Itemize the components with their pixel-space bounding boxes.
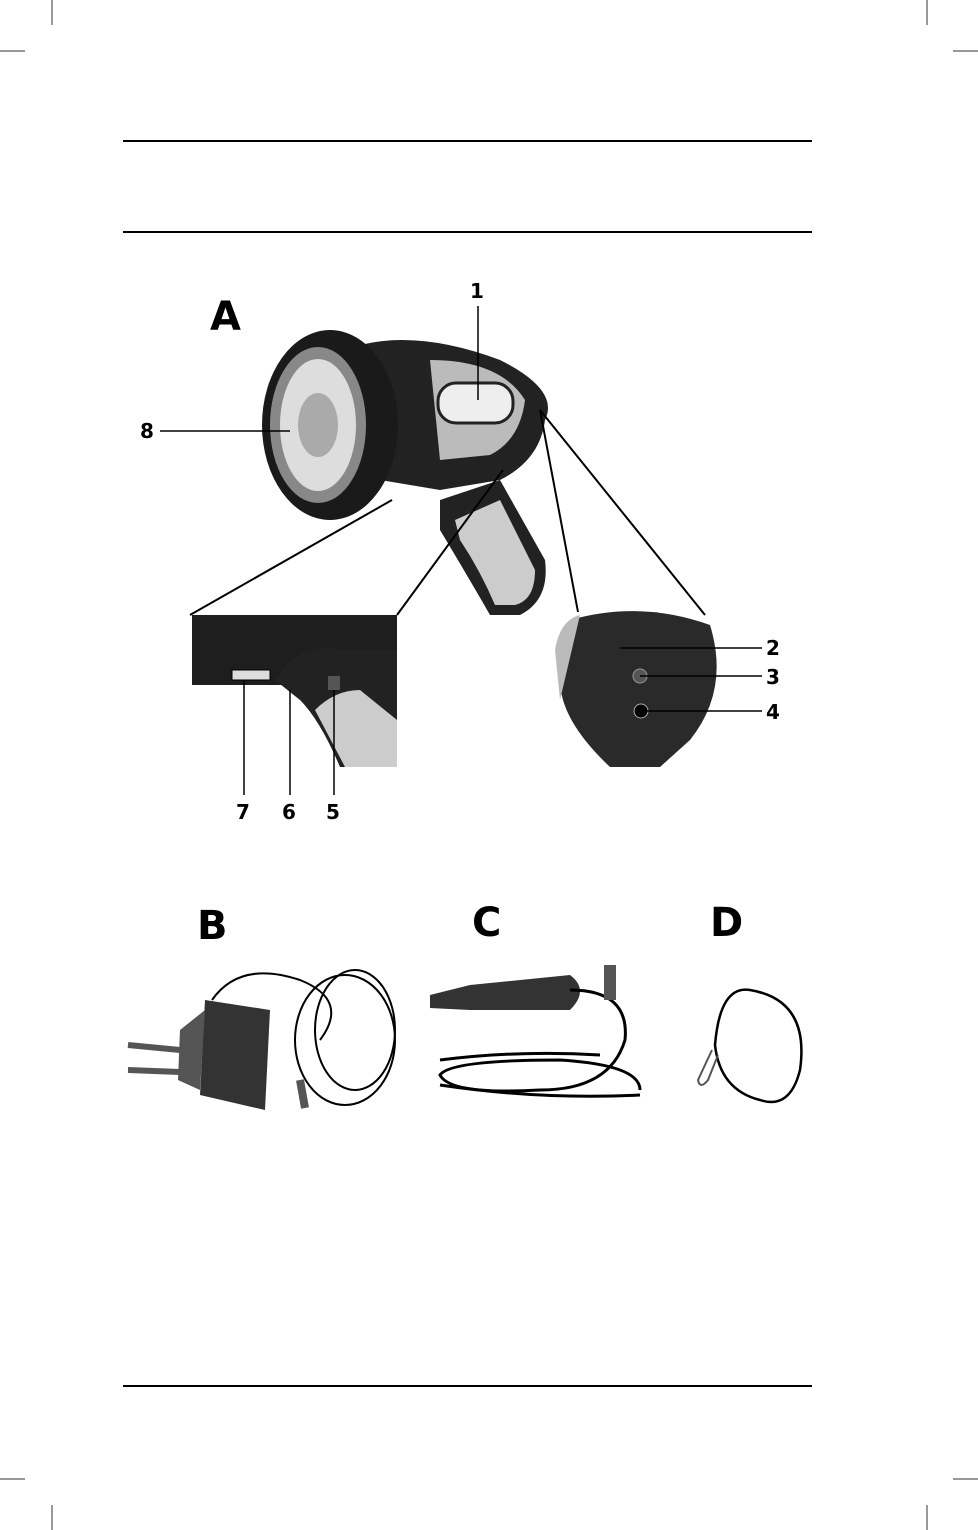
panel-label-d: D (710, 900, 744, 946)
callout-2: 2 (766, 636, 780, 660)
footer-rule (123, 1385, 812, 1387)
header-rule-top (123, 140, 812, 142)
callout-4: 4 (766, 700, 780, 724)
callout-1: 1 (470, 279, 484, 303)
crop-mark (953, 50, 978, 52)
callout-7: 7 (236, 800, 250, 824)
crop-mark (0, 50, 25, 52)
panel-label-a: A (210, 294, 241, 340)
crop-mark (0, 1478, 25, 1480)
crop-mark (926, 1505, 928, 1530)
crop-mark (926, 0, 928, 25)
callout-8: 8 (140, 419, 154, 443)
callout-3: 3 (766, 665, 780, 689)
crop-mark (51, 1505, 53, 1530)
callout-6: 6 (282, 800, 296, 824)
crop-mark (51, 0, 53, 25)
detail-back-image (555, 611, 762, 767)
power-adapter-image (127, 969, 396, 1110)
spotlight-image (160, 306, 706, 616)
lanyard-image (696, 988, 803, 1104)
panel-label-c: C (472, 900, 502, 946)
panel-label-b: B (197, 903, 228, 949)
detail-switch-image (192, 615, 397, 795)
crop-mark (953, 1478, 978, 1480)
header-rule-bottom (123, 231, 812, 233)
car-charger-cable-image (430, 965, 642, 1098)
callout-5: 5 (326, 800, 340, 824)
